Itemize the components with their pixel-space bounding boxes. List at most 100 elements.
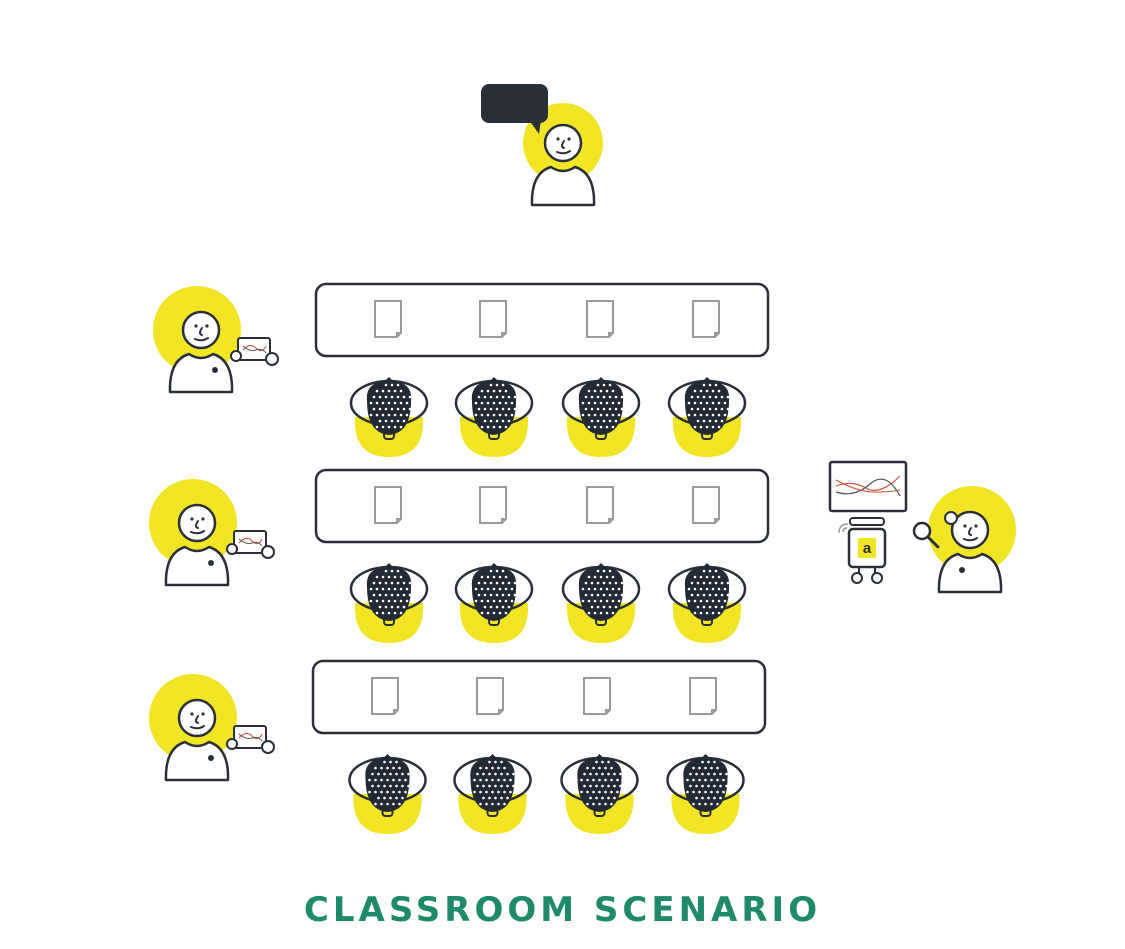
badge-dot [208, 755, 214, 761]
observer-icon [149, 674, 237, 782]
body [164, 740, 230, 782]
observer-with-tablet [149, 479, 275, 587]
paper-sheet [374, 486, 402, 524]
nose [968, 527, 972, 536]
signal-arc [838, 523, 849, 534]
speech-bubble-tail [529, 120, 541, 134]
paper-icon [374, 300, 402, 338]
paper-icon [374, 486, 402, 524]
body [937, 552, 1003, 594]
magnifier-handle [926, 535, 940, 549]
chart-line [238, 538, 263, 547]
glasses-icon [944, 511, 958, 525]
paper-sheet [586, 486, 614, 524]
student-eeg-icon [560, 754, 639, 834]
nose [195, 715, 199, 724]
monitor-screen [828, 460, 908, 513]
paper-icon [692, 300, 720, 338]
chart-line [242, 344, 267, 352]
eeg-electrodes [687, 383, 730, 429]
desk [314, 468, 770, 544]
hand [261, 545, 275, 559]
paper-sheet [583, 677, 611, 715]
desk-row [314, 282, 770, 457]
eye [556, 137, 560, 141]
desk [311, 659, 767, 735]
hand [230, 350, 242, 362]
eeg-electrodes [474, 569, 517, 615]
badge-dot [959, 567, 965, 573]
student-shoulders [671, 794, 740, 834]
student-shoulders [672, 603, 742, 643]
desk-row [314, 468, 770, 643]
eeg-electrodes [687, 569, 730, 615]
body [168, 352, 234, 394]
device-wheel [851, 572, 863, 584]
paper-icon [583, 677, 611, 715]
chart-line [835, 475, 901, 491]
eeg-electrodes [368, 760, 410, 806]
paper-sheet [374, 300, 402, 338]
wireless-icon [838, 523, 849, 534]
paper-fold [396, 332, 401, 337]
student-eeg-icon [453, 754, 532, 834]
paper-sheet [479, 300, 507, 338]
paper-fold [498, 709, 503, 714]
monitor-chart-icon [828, 460, 908, 513]
magnifier-icon [912, 521, 940, 549]
student-eeg-icon [454, 563, 534, 643]
paper-fold [501, 518, 506, 523]
paper-fold [393, 709, 398, 714]
desk [314, 282, 770, 358]
paper-fold [501, 332, 506, 337]
device-lid [849, 517, 885, 526]
chart-line [238, 733, 263, 742]
hand [226, 543, 238, 555]
eye [194, 324, 198, 328]
badge-dot [208, 560, 214, 566]
eye [190, 517, 194, 521]
student-shoulders [565, 794, 634, 834]
paper-icon [371, 677, 399, 715]
eye [567, 137, 571, 141]
student-shoulders [459, 417, 529, 457]
nose [195, 520, 199, 529]
paper-icon [479, 486, 507, 524]
signal-arc [842, 527, 848, 533]
tablet-chart-icon [226, 530, 275, 559]
student-eeg-icon [561, 377, 641, 457]
paper-icon [476, 677, 504, 715]
observer-icon [153, 286, 241, 394]
student-eeg-icon [348, 754, 427, 834]
eye [201, 517, 205, 521]
student-shoulders [354, 417, 424, 457]
mouth [190, 725, 205, 730]
desk-row [311, 659, 767, 834]
nose [199, 327, 203, 336]
tablet-screen [237, 337, 271, 361]
student-shoulders [566, 417, 636, 457]
paper-icon [689, 677, 717, 715]
researcher-icon [928, 486, 1016, 594]
teacher-icon [523, 103, 603, 207]
badge-dot [212, 367, 218, 373]
device-label: a [863, 540, 872, 557]
device-wheel [871, 572, 883, 584]
speech-bubble [481, 84, 548, 123]
mouth [190, 530, 205, 535]
eeg-electrodes [474, 383, 517, 429]
student-shoulders [459, 603, 529, 643]
student-eeg-icon [454, 377, 534, 457]
mouth [556, 150, 571, 155]
speech-bubble-icon [481, 84, 548, 134]
teacher [481, 84, 603, 207]
classroom-rows [311, 282, 770, 834]
eye [201, 712, 205, 716]
paper-sheet [689, 677, 717, 715]
paper-sheet [692, 300, 720, 338]
student-shoulders [458, 794, 527, 834]
nose [561, 140, 565, 149]
chart-line [835, 478, 901, 497]
mouth [194, 337, 209, 342]
